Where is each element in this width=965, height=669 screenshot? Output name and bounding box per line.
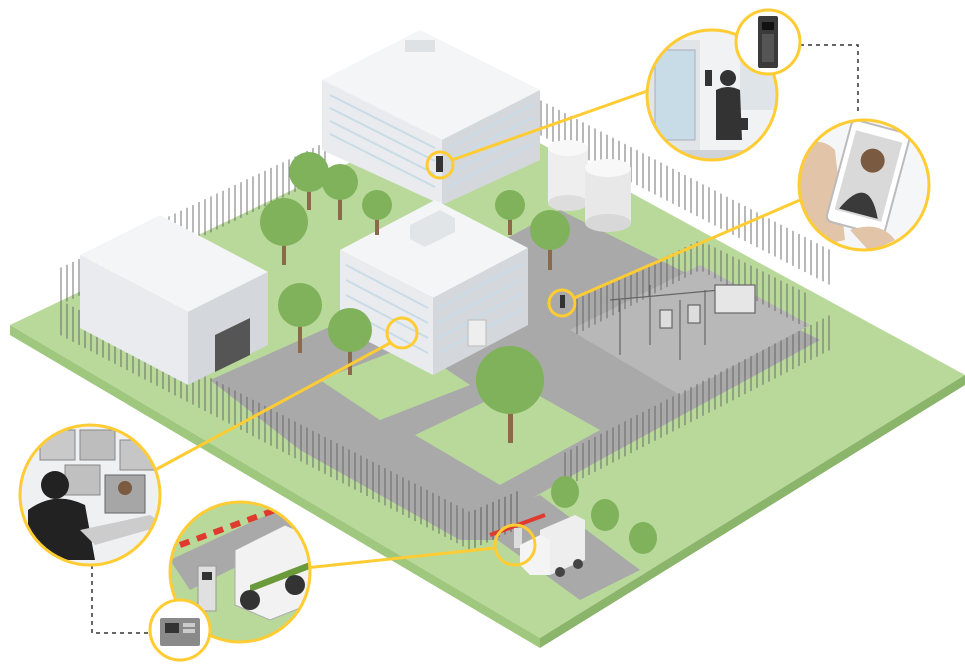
dashed-link-top — [800, 44, 859, 112]
marker-guard-figure — [560, 295, 565, 308]
location-markers — [385, 150, 577, 567]
marker-gate — [493, 523, 537, 567]
warehouse-door — [215, 318, 250, 372]
warehouse-left-wall — [80, 255, 188, 385]
callout-mobile-video-call — [797, 118, 931, 252]
truck-cab — [520, 535, 550, 575]
warehouse-right-wall — [188, 272, 268, 385]
tree — [495, 190, 525, 235]
warehouse-roof — [80, 215, 268, 312]
substation-fence — [575, 240, 810, 335]
tank-1-base — [548, 195, 588, 211]
connector-building — [154, 341, 391, 472]
callout-visitor-at-door — [645, 28, 779, 162]
tower-left-wall — [322, 80, 442, 205]
connector-gate — [304, 546, 496, 570]
smartphone-video-call-icon — [799, 120, 911, 250]
tree — [530, 210, 570, 270]
tank-2-base — [585, 214, 631, 232]
dashed-link-bottom — [91, 565, 150, 634]
trees — [260, 152, 657, 554]
connector-guard — [573, 198, 801, 300]
marker-door-figure — [436, 156, 443, 172]
tree — [362, 190, 392, 235]
marker-building — [385, 316, 419, 350]
intercom-panel-icon — [160, 618, 200, 646]
tree — [260, 198, 308, 265]
callout-monitoring-operator — [18, 423, 162, 567]
entrance-gate — [470, 490, 585, 577]
visitor-at-door-icon — [716, 70, 748, 140]
bush — [629, 522, 657, 554]
callout-door-station — [734, 8, 802, 76]
fence-top — [540, 100, 830, 285]
callout-intercom-unit — [148, 598, 212, 662]
building-roof — [340, 200, 528, 298]
tower-roof — [322, 30, 540, 140]
tank-1-top — [548, 140, 588, 156]
tree — [322, 164, 358, 220]
marker-guard — [547, 288, 577, 318]
grass-edge — [10, 325, 540, 648]
electrical-substation — [609, 284, 756, 360]
tank-2-top — [585, 159, 631, 177]
tree — [278, 283, 322, 353]
storage-tanks — [548, 140, 631, 232]
callout-gate-intercom — [168, 500, 312, 644]
tree — [289, 152, 329, 210]
gate-post — [514, 528, 522, 548]
lawn-2 — [415, 385, 600, 485]
warehouse — [80, 215, 268, 385]
bush — [591, 499, 619, 531]
operator-monitoring-icon — [28, 429, 160, 560]
truck-wheel — [555, 567, 565, 577]
intercom-door-station-icon — [758, 16, 778, 68]
fence-front-right — [560, 315, 830, 490]
gate — [470, 490, 520, 550]
truck-wheel — [573, 559, 583, 569]
entrance-canopy — [467, 319, 487, 347]
connector-door — [451, 88, 651, 162]
tower-roof-unit — [405, 40, 435, 52]
tree — [476, 346, 544, 443]
tank-1-body — [548, 148, 588, 203]
building-roof-unit — [410, 210, 455, 247]
tank-2-body — [585, 168, 631, 223]
bush — [551, 476, 579, 508]
callout-connectors — [91, 44, 859, 634]
tree — [328, 308, 372, 375]
grass-edge-right — [540, 375, 965, 648]
office-building — [340, 200, 528, 375]
marker-door — [425, 150, 455, 180]
truck-cargo — [540, 515, 585, 575]
